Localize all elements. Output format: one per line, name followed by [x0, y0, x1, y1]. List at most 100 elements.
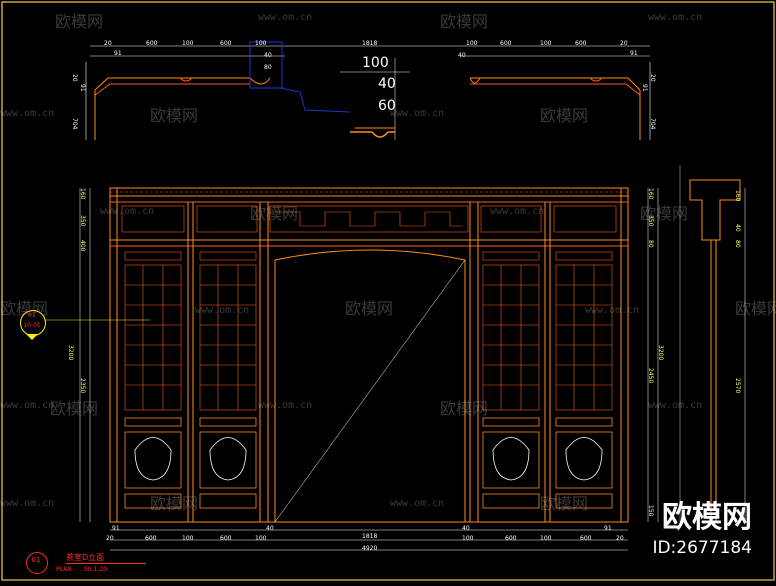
- elevation-outline: [109, 187, 629, 523]
- bottom-dim-row2: 600: [505, 535, 517, 542]
- top-right-dim: 600: [500, 40, 512, 47]
- side-left-dim: 20: [71, 74, 78, 82]
- watermark-url: www.om.cn: [648, 400, 703, 411]
- top-fretwork-band: [110, 191, 628, 233]
- bottom-dim-row2: 20: [616, 535, 624, 542]
- bottom-dim-row2: 600: [220, 535, 232, 542]
- left-dim: 2350: [79, 378, 86, 394]
- watermark-url: www.om.cn: [0, 108, 55, 119]
- watermark-brand: 欧模网: [735, 299, 776, 318]
- left-dim: 3200: [67, 345, 74, 361]
- top-right-dim: 600: [575, 40, 587, 47]
- watermark-url: www.om.cn: [0, 498, 55, 509]
- highlight-marker: [249, 41, 351, 113]
- title-name: 茶室D立面: [66, 553, 105, 562]
- top-dimension-lines: [90, 45, 650, 57]
- brand-name: 欧模网: [662, 500, 752, 535]
- doorway-opening: [274, 249, 466, 523]
- title-number: 01: [31, 556, 41, 564]
- top-left-sub: 40: [264, 52, 272, 59]
- top-right-dim: 100: [466, 40, 478, 47]
- left-dim: 400: [79, 240, 86, 252]
- right-dim: 2450: [647, 368, 654, 384]
- top-left-sub: 80: [264, 64, 272, 71]
- lattice-panels: [124, 251, 613, 411]
- watermark-url: www.om.cn: [0, 400, 55, 411]
- left-dim: 350: [79, 215, 86, 227]
- watermark-brand: 欧模网: [345, 299, 394, 318]
- right-dim: 80: [647, 240, 654, 248]
- bottom-dim-row2: 100: [540, 535, 552, 542]
- watermark-url: www.om.cn: [490, 206, 545, 217]
- top-right-dim: 100: [540, 40, 552, 47]
- section-callout: 01 10-01: [20, 310, 46, 340]
- watermark-brand: 欧模网: [150, 106, 199, 125]
- bottom-dim-row2: 100: [462, 535, 474, 542]
- side-right-dim: 704: [649, 118, 656, 130]
- top-left-dim: 600: [220, 40, 232, 47]
- section-dim: 80: [734, 240, 741, 248]
- top-right-dim: 20: [620, 40, 628, 47]
- callout-sheet: 10-01: [23, 322, 41, 329]
- top-right-dim: 91: [630, 50, 638, 57]
- watermark-brand: 欧模网: [540, 106, 589, 125]
- top-left-dim: 600: [146, 40, 158, 47]
- watermark-brand: 欧模网: [440, 12, 489, 31]
- top-right-sub: 40: [458, 52, 466, 59]
- bottom-dim-row1: 1818: [362, 533, 378, 540]
- side-right-dim: 20: [649, 74, 656, 82]
- bottom-total-dim: 4920: [362, 545, 378, 552]
- top-left-detail: [85, 62, 271, 140]
- callout-number: 01: [28, 312, 36, 319]
- profile-dim-40: 40: [378, 76, 396, 92]
- top-left-dim: 100: [182, 40, 194, 47]
- watermark-url: www.om.cn: [195, 305, 250, 316]
- enlarged-profile-detail: [340, 58, 410, 140]
- profile-dim-100: 100: [362, 55, 389, 71]
- bottom-dim-row2: 100: [182, 535, 194, 542]
- right-dim: 150: [647, 505, 654, 517]
- bottom-dim-row2: 600: [580, 535, 592, 542]
- dimension-lines: [79, 188, 746, 551]
- title-block: 01 茶室D立面 PLAN S0:1:20: [26, 552, 166, 576]
- carved-lower-panels: [124, 417, 613, 509]
- left-dim: 160: [79, 188, 86, 200]
- side-left-dim: 91: [79, 84, 86, 92]
- bottom-dim-row1: 91: [604, 525, 612, 532]
- top-center-dim: 1818: [362, 40, 378, 47]
- bottom-dim-row2: 20: [106, 535, 114, 542]
- title-plan: PLAN: [56, 566, 72, 573]
- watermark-brand: 欧模网: [640, 204, 689, 223]
- top-right-detail: [469, 62, 651, 140]
- watermark-url: www.om.cn: [390, 108, 445, 119]
- watermark-brand: 欧模网: [55, 12, 104, 31]
- section-dim: 2570: [734, 378, 741, 394]
- top-left-dim: 20: [104, 40, 112, 47]
- right-dim: 3200: [657, 345, 664, 361]
- watermark-url: www.om.cn: [648, 12, 703, 23]
- bottom-dim-row1: 40: [266, 525, 274, 532]
- right-dim: 160: [647, 188, 654, 200]
- watermark-url: www.om.cn: [585, 305, 640, 316]
- watermark-brand: 欧模网: [540, 494, 589, 513]
- watermark-url: www.om.cn: [258, 400, 313, 411]
- side-left-dim: 704: [71, 118, 78, 130]
- top-left-dim: 100: [255, 40, 267, 47]
- watermark-brand: 欧模网: [50, 399, 99, 418]
- watermark-brand: 欧模网: [250, 204, 299, 223]
- side-section: [679, 165, 741, 522]
- bottom-dim-row1: 91: [112, 525, 120, 532]
- watermark-url: www.om.cn: [258, 12, 313, 23]
- watermark-url: www.om.cn: [100, 206, 155, 217]
- right-dim: 350: [647, 215, 654, 227]
- watermark-brand: 欧模网: [440, 399, 489, 418]
- bottom-dim-row2: 100: [255, 535, 267, 542]
- section-dim: 160: [734, 190, 741, 202]
- watermark-url: www.om.cn: [390, 498, 445, 509]
- side-right-dim: 91: [641, 84, 648, 92]
- bottom-dim-row1: 40: [462, 525, 470, 532]
- brand-id: ID:2677184: [652, 538, 752, 558]
- bottom-dim-row2: 600: [145, 535, 157, 542]
- watermark-brand: 欧模网: [150, 494, 199, 513]
